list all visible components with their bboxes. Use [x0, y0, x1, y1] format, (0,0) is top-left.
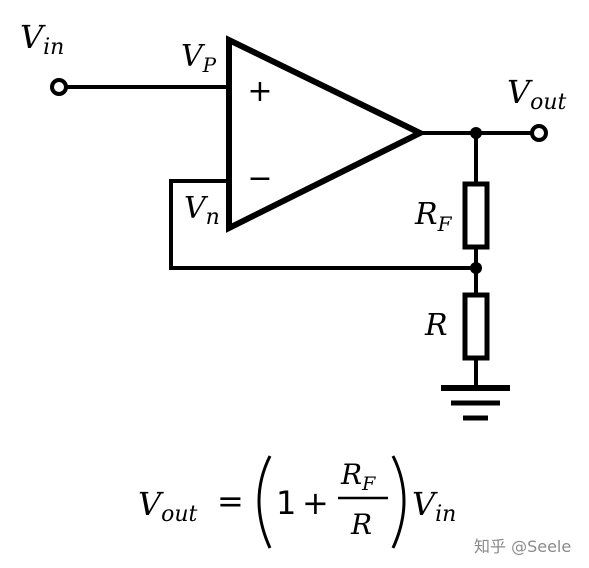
op-amp-plus-sign: +: [247, 74, 272, 109]
watermark: 知乎 @Seele: [474, 537, 571, 556]
op-amp-triangle: [226, 35, 427, 233]
label-vout: Vout: [507, 73, 567, 115]
resistor-rf: [462, 181, 490, 250]
label-vin: Vin: [20, 18, 64, 60]
label-vn: Vn: [184, 191, 220, 230]
formula-rhs: Vin: [412, 485, 456, 527]
input-terminal: [50, 78, 68, 96]
formula: Vout = 1 + RF R Vin: [138, 455, 456, 549]
formula-numerator: RF: [340, 458, 376, 495]
ground-icon: [441, 385, 510, 421]
label-rf: RF: [414, 197, 453, 236]
formula-one: 1: [276, 484, 296, 522]
formula-equals: =: [217, 482, 244, 520]
label-r: R: [424, 308, 448, 343]
feedback-wire: [169, 179, 476, 270]
output-terminal: [530, 124, 548, 142]
formula-denominator: R: [350, 508, 372, 541]
formula-left-paren: [257, 455, 272, 549]
formula-right-paren: [391, 455, 406, 549]
op-amp-minus-sign: −: [247, 161, 272, 196]
formula-plus: +: [302, 484, 329, 522]
formula-lhs: Vout: [138, 485, 198, 527]
resistor-r: [462, 292, 490, 361]
label-vp: VP: [181, 39, 217, 77]
